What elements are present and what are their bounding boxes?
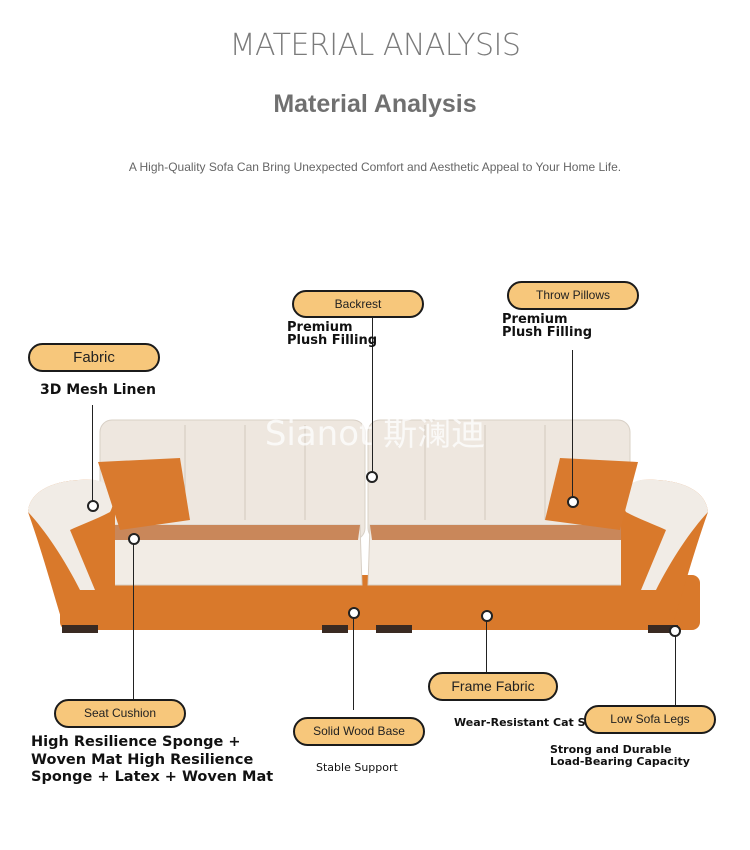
seat-cushion-description: High Resilience Sponge + Woven Mat High …	[31, 734, 274, 785]
legs-marker	[669, 625, 681, 637]
throw-pillows-description: Premium Plush Filling	[502, 312, 593, 340]
seat-leader-line	[133, 538, 134, 700]
legs-leader-line	[675, 630, 676, 705]
page-title-light: MATERIAL ANALYSIS	[229, 28, 521, 63]
seat-marker	[128, 533, 140, 545]
solid-wood-base-description: Stable Support	[316, 761, 398, 774]
backrest-leader-line	[372, 318, 373, 476]
frame-fabric-label: Frame Fabric	[428, 672, 558, 701]
pillows-leader-line	[572, 350, 573, 502]
seat-cushion-label: Seat Cushion	[54, 699, 186, 728]
base-leader-line	[353, 612, 354, 710]
low-sofa-legs-label: Low Sofa Legs	[584, 705, 716, 734]
fabric-description: 3D Mesh Linen	[40, 382, 156, 398]
fabric-marker	[87, 500, 99, 512]
backrest-description: Premium Plush Filling	[287, 320, 378, 348]
fabric-label: Fabric	[28, 343, 160, 372]
base-marker	[348, 607, 360, 619]
frame-marker	[481, 610, 493, 622]
solid-wood-base-label: Solid Wood Base	[293, 717, 425, 746]
frame-leader-line	[486, 615, 487, 695]
backrest-marker	[366, 471, 378, 483]
fabric-leader-line	[92, 405, 93, 505]
pillows-marker	[567, 496, 579, 508]
backrest-label: Backrest	[292, 290, 424, 318]
page-subtitle: A High-Quality Sofa Can Bring Unexpected…	[128, 160, 622, 174]
watermark-text: Sianot 斯澜迪	[265, 414, 485, 454]
throw-pillows-label: Throw Pillows	[507, 281, 639, 310]
page-title: Material Analysis	[273, 90, 477, 118]
low-sofa-legs-description: Strong and Durable Load-Bearing Capacity	[550, 743, 690, 768]
